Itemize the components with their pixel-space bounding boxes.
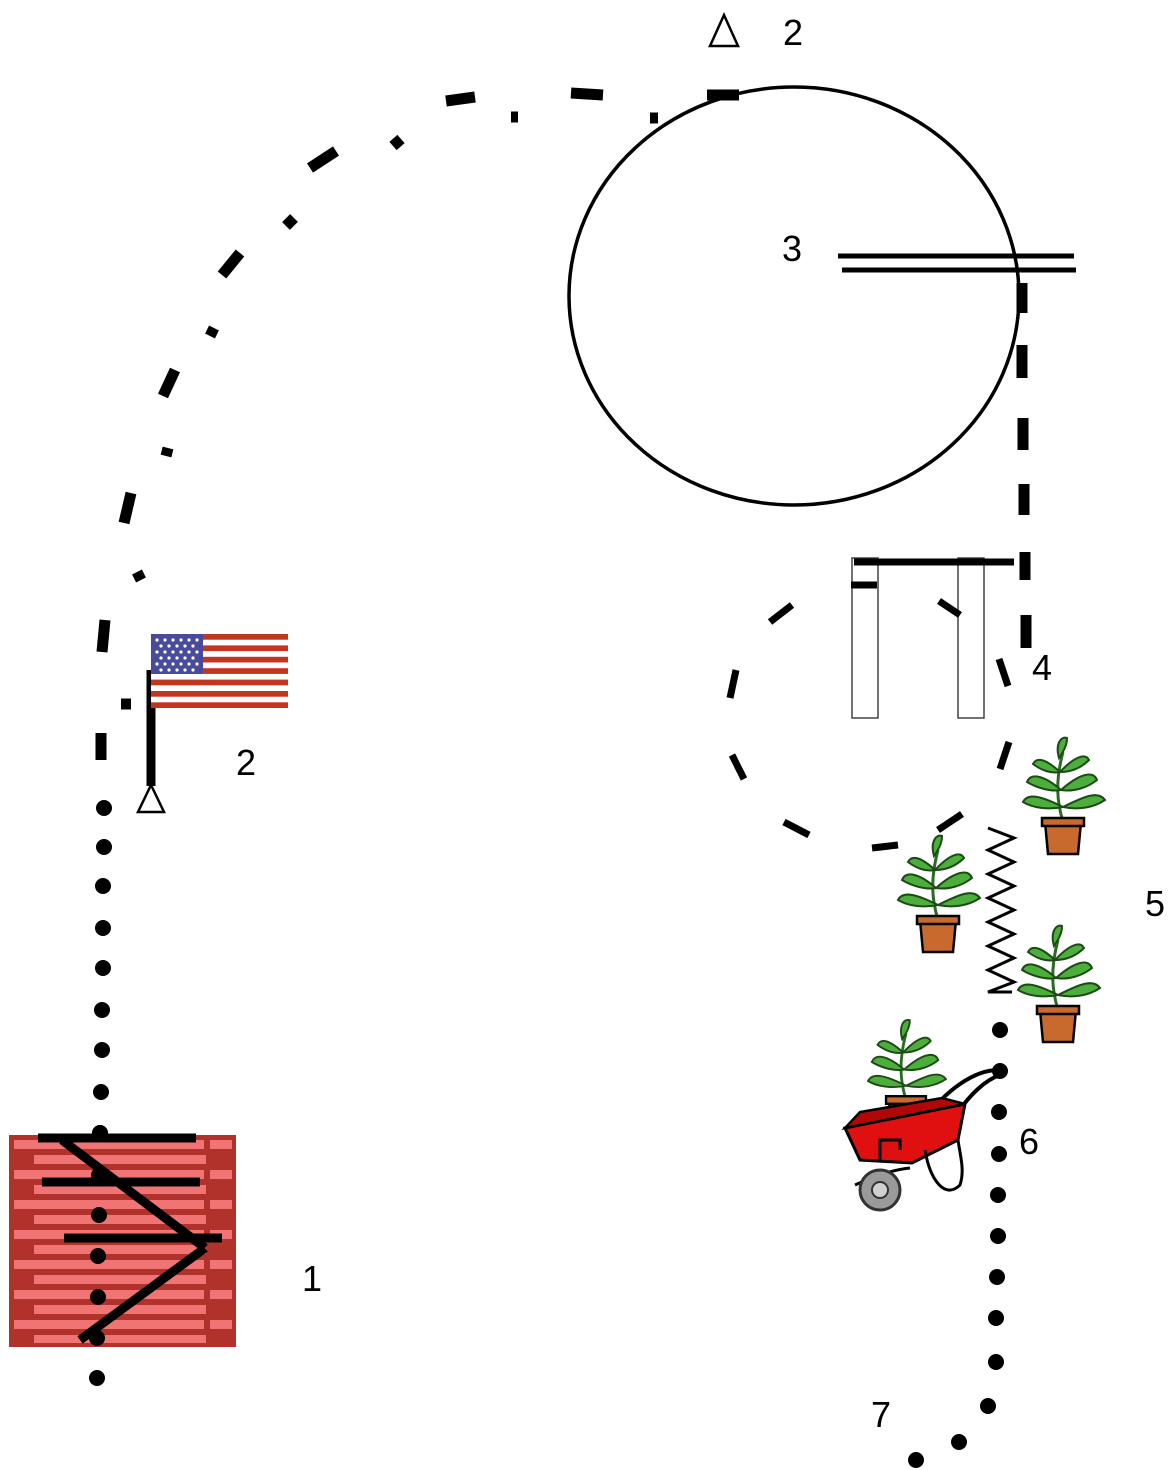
course-path-right-dashes	[1022, 283, 1026, 648]
potted-plant-icon	[898, 836, 980, 952]
cone-marker-icon	[138, 785, 164, 812]
station-label-5: 5	[1145, 883, 1165, 924]
station-label-3: 3	[782, 228, 802, 269]
course-path-dots-finish	[908, 1022, 1008, 1468]
cone-marker-icon	[710, 15, 738, 46]
station-label-1: 1	[302, 1258, 322, 1299]
circle-obstacle	[569, 87, 1019, 505]
american-flag-icon	[151, 634, 288, 786]
station-label-2-top: 2	[783, 12, 803, 53]
station-label-6: 6	[1019, 1121, 1039, 1162]
brick-wall-jump-icon	[9, 1125, 236, 1347]
station-label-4: 4	[1032, 647, 1052, 688]
potted-plant-icon	[1023, 738, 1105, 854]
plank-rails-icon	[838, 256, 1076, 270]
station-label-2-flag: 2	[236, 742, 256, 783]
station-label-7: 7	[871, 1394, 891, 1435]
zigzag-weave-icon	[988, 828, 1014, 992]
potted-plant-icon	[1018, 926, 1100, 1042]
wheelbarrow-icon	[845, 1020, 1000, 1210]
